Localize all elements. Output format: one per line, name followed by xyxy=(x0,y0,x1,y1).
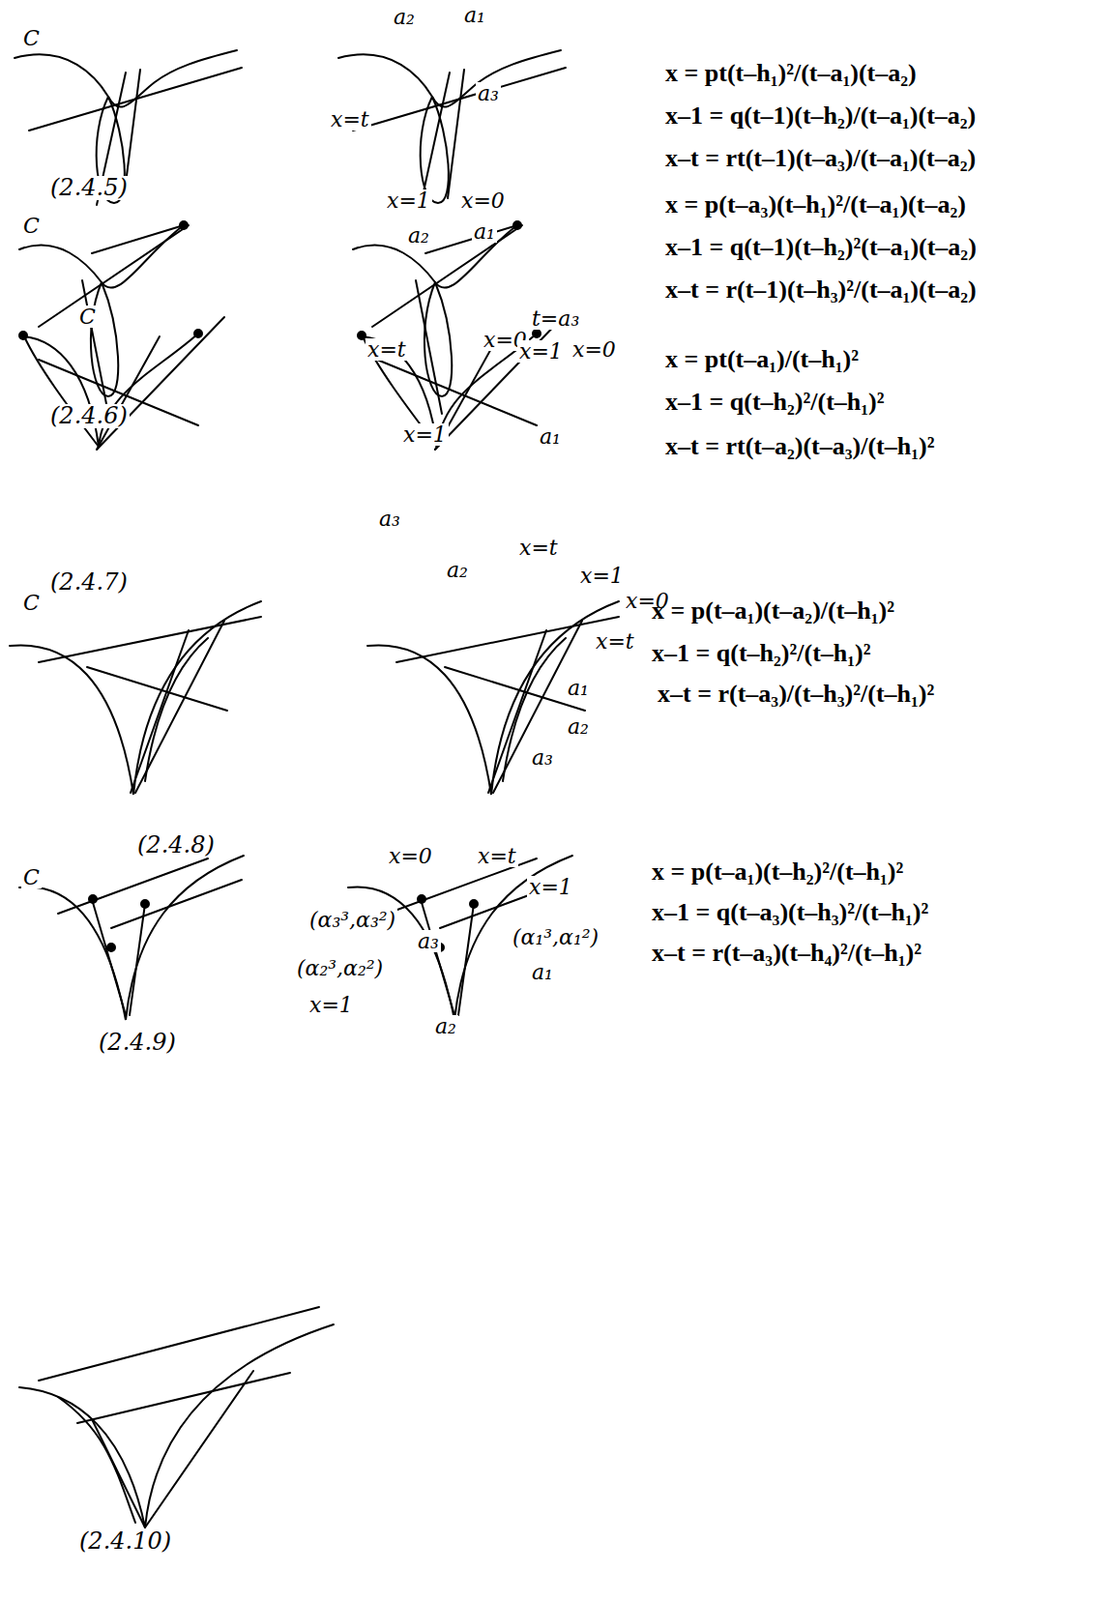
curve-label: a₃ xyxy=(475,82,501,105)
curve-label: a₂ xyxy=(433,1015,459,1038)
equation: x–t = r(t–a₃)(t–h₄)²/(t–h₁)² xyxy=(649,939,924,966)
curve-label: x=0 xyxy=(570,338,618,361)
curve-label: (α₁³,α₁²) xyxy=(510,926,601,949)
equation: x–1 = q(t–1)(t–h₂)/(t–a₁)(t–a₂) xyxy=(663,102,978,129)
curve-label: a₂ xyxy=(391,5,417,29)
curve-label: x=1 xyxy=(517,340,565,363)
equation: x–1 = q(t–h₂)²/(t–h₁)² xyxy=(663,388,887,415)
curve-label: x=1 xyxy=(307,994,355,1017)
curve-label: a₁ xyxy=(462,3,488,27)
equation: x–t = rt(t–a₂)(t–a₃)/(t–h₁)² xyxy=(663,433,937,460)
equation: x–1 = q(t–1)(t–h₂)²(t–a₁)(t–a₂) xyxy=(663,234,979,261)
curve-label: x=t xyxy=(365,338,409,361)
figure-number: (2.4.7) xyxy=(48,570,130,595)
figure-number: (2.4.10) xyxy=(77,1529,174,1554)
curve-label: a₁ xyxy=(529,961,556,984)
curve-label: x=t xyxy=(593,630,637,653)
equation: x = p(t–a₁)(t–h₂)²/(t–h₁)² xyxy=(649,858,906,885)
curve-label: C xyxy=(77,305,98,328)
curve-label: C xyxy=(21,214,42,237)
equation: x–t = r(t–1)(t–h₃)²/(t–a₁)(t–a₂) xyxy=(663,276,979,303)
curve-label: a₁ xyxy=(471,220,498,243)
curve-label: (α₂³,α₂²) xyxy=(294,957,385,980)
curve-label: a₃ xyxy=(415,930,441,953)
curve-label: C xyxy=(21,866,42,889)
figure-number: (2.4.6) xyxy=(48,404,130,429)
curve-label: a₂ xyxy=(565,715,591,738)
curve-label: a₂ xyxy=(444,558,470,582)
curve-label: x=0 xyxy=(459,189,507,212)
figure-number: (2.4.5) xyxy=(48,175,130,201)
figure-number: (2.4.8) xyxy=(135,833,217,858)
curve-label: x=t xyxy=(517,536,560,559)
equation: x = pt(t–a₁)/(t–h₁)² xyxy=(663,346,861,373)
curve-label: a₃ xyxy=(529,746,556,769)
equation: x = p(t–a₃)(t–h₁)²/(t–a₁)(t–a₂) xyxy=(663,191,968,218)
curve-label: t=a₃ xyxy=(529,307,582,330)
equation: x = pt(t–h₁)²/(t–a₁)(t–a₂) xyxy=(663,59,919,87)
curve-label: a₃ xyxy=(377,507,403,530)
equation: x–1 = q(t–h₂)²/(t–h₁)² xyxy=(649,640,874,667)
curve-label: x=0 xyxy=(386,845,435,868)
curve-label: x=1 xyxy=(384,189,433,212)
equation: x = p(t–a₁)(t–a₂)/(t–h₁)² xyxy=(649,597,897,624)
curve-label: C xyxy=(21,27,42,50)
curve-label: a₁ xyxy=(565,676,591,700)
curve-label: a₂ xyxy=(406,224,432,247)
equation: x–1 = q(t–a₃)(t–h₃)²/(t–h₁)² xyxy=(649,899,931,926)
figure-number: (2.4.9) xyxy=(96,1030,178,1055)
curve-label: x=1 xyxy=(401,423,449,446)
curve-label: C xyxy=(21,591,42,615)
curve-label: x=t xyxy=(475,845,519,868)
curve-label: x=1 xyxy=(578,564,626,587)
curve-label: x=t xyxy=(328,108,372,131)
curve-label: (α₃³,α₃²) xyxy=(307,908,398,932)
curve-label: a₁ xyxy=(537,425,563,448)
equation: x–t = r(t–a₃)/(t–h₃)²/(t–h₁)² xyxy=(655,680,937,707)
curve-label: x=1 xyxy=(526,876,575,899)
equation: x–t = rt(t–1)(t–a₃)/(t–a₁)(t–a₂) xyxy=(663,145,978,172)
